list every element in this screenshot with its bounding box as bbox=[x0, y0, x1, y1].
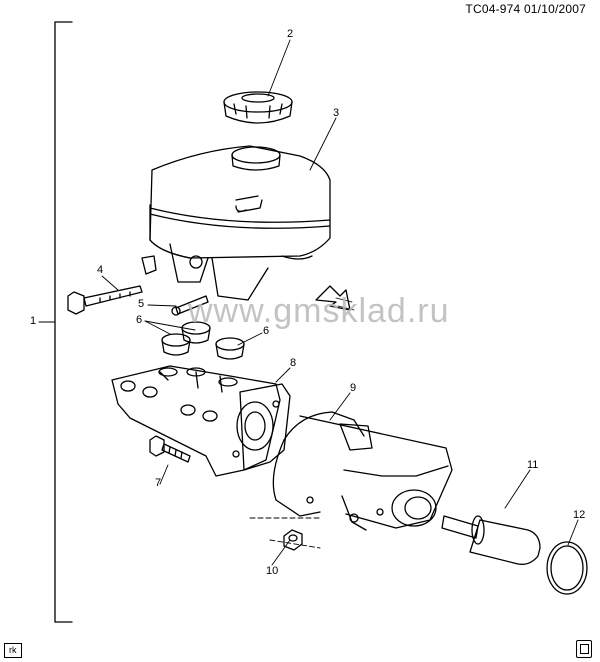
small-bolt bbox=[171, 295, 209, 316]
callout-1: 1 bbox=[30, 315, 37, 327]
booster-housing bbox=[272, 411, 453, 531]
callout-3: 3 bbox=[333, 107, 340, 119]
callout-4: 4 bbox=[97, 264, 104, 276]
callout-7: 7 bbox=[155, 477, 162, 489]
mounting-bolt bbox=[149, 435, 191, 463]
callout-6-left: 6 bbox=[136, 314, 143, 326]
seal-ring bbox=[546, 541, 588, 595]
direction-arrow-icon bbox=[315, 285, 355, 311]
doc-id: TC04-974 bbox=[465, 2, 521, 16]
master-cylinder-body bbox=[111, 365, 291, 477]
leader-lines bbox=[38, 39, 579, 566]
assembly-bracket bbox=[54, 21, 73, 623]
corner-tag: rk bbox=[4, 643, 22, 658]
reservoir-cap bbox=[223, 91, 293, 124]
doc-date: 01/10/2007 bbox=[523, 2, 586, 16]
callout-2: 2 bbox=[287, 28, 294, 40]
callout-9: 9 bbox=[350, 382, 357, 394]
hex-nut bbox=[283, 529, 303, 551]
fluid-reservoir bbox=[141, 145, 331, 301]
grommets bbox=[161, 321, 245, 360]
callout-12: 12 bbox=[573, 509, 586, 521]
retaining-pin bbox=[67, 285, 143, 315]
header-line: TC04-974 01/10/2007 bbox=[465, 2, 586, 16]
callout-11: 11 bbox=[527, 459, 539, 471]
push-rod-sleeve bbox=[441, 515, 541, 565]
callout-6-right: 6 bbox=[263, 325, 270, 337]
callout-5: 5 bbox=[138, 298, 145, 310]
callout-10: 10 bbox=[266, 565, 279, 577]
callout-8: 8 bbox=[290, 357, 297, 369]
watermark-text: www.gmsklad.ru bbox=[188, 292, 450, 330]
page-mark-icon bbox=[576, 640, 592, 658]
